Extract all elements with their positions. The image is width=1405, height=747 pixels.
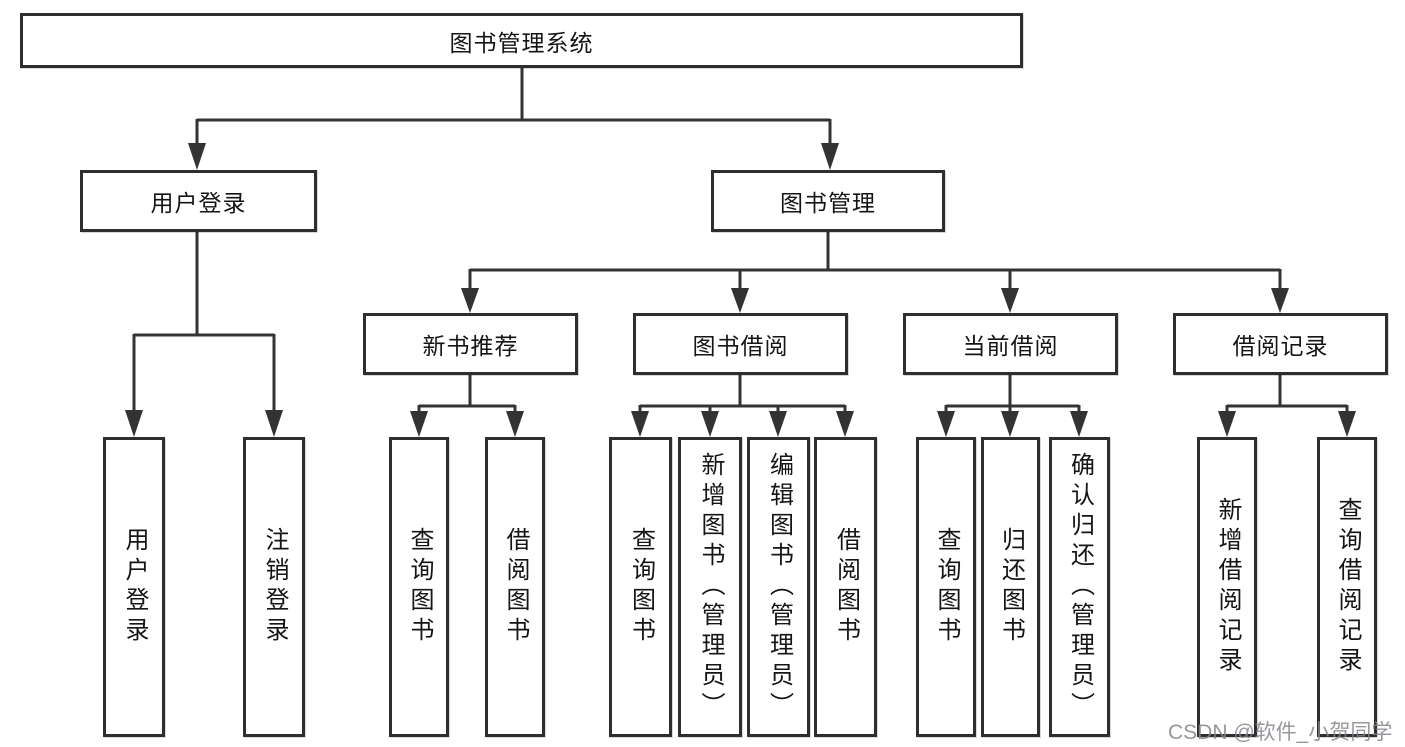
node-book-management: 图书管理 bbox=[711, 170, 945, 232]
leaf-return-books: 归还图书 bbox=[981, 437, 1040, 737]
leaf-query-books-newbooks: 查询图书 bbox=[389, 437, 449, 737]
node-label: 借阅记录 bbox=[1232, 333, 1329, 359]
leaf-confirm-return-admin: 确认归还（管理员） bbox=[1049, 437, 1110, 737]
node-user-login: 用户登录 bbox=[80, 170, 317, 232]
node-label: 用户登录 bbox=[150, 190, 247, 216]
node-label: 图书管理 bbox=[780, 190, 876, 216]
node-label: 确认归还（管理员） bbox=[1066, 452, 1094, 722]
leaf-user-login: 用户登录 bbox=[103, 437, 165, 737]
node-new-book-recommend: 新书推荐 bbox=[363, 313, 578, 375]
leaf-add-book-admin: 新增图书（管理员） bbox=[678, 437, 742, 737]
node-label: 编辑图书（管理员） bbox=[765, 452, 793, 722]
node-label: 图书借阅 bbox=[692, 333, 789, 359]
node-book-borrowing: 图书借阅 bbox=[633, 313, 848, 375]
leaf-logout: 注销登录 bbox=[243, 437, 305, 737]
node-label: 查询借阅记录 bbox=[1334, 497, 1361, 677]
node-label: 当前借阅 bbox=[962, 333, 1059, 359]
node-label: 注销登录 bbox=[261, 527, 288, 647]
node-label: 归还图书 bbox=[997, 527, 1025, 647]
node-label: 新增借阅记录 bbox=[1214, 497, 1241, 677]
leaf-query-borrow-record: 查询借阅记录 bbox=[1317, 437, 1377, 737]
node-label: 查询图书 bbox=[627, 527, 655, 647]
node-label: 新增图书（管理员） bbox=[697, 452, 724, 722]
leaf-query-books-borrowing: 查询图书 bbox=[609, 437, 672, 737]
node-label: 查询图书 bbox=[406, 527, 433, 647]
leaf-add-borrow-record: 新增借阅记录 bbox=[1197, 437, 1257, 737]
node-current-borrowing: 当前借阅 bbox=[903, 313, 1118, 375]
leaf-edit-book-admin: 编辑图书（管理员） bbox=[747, 437, 810, 737]
csdn-watermark: CSDN @软件_小贺同学 bbox=[1168, 721, 1393, 744]
node-label: 图书管理系统 bbox=[449, 29, 594, 56]
leaf-borrow-books-newbooks: 借阅图书 bbox=[485, 437, 545, 737]
node-label: 查询图书 bbox=[933, 527, 960, 647]
node-label: 用户登录 bbox=[121, 527, 148, 647]
node-label: 借阅图书 bbox=[832, 527, 860, 647]
node-borrowing-records: 借阅记录 bbox=[1173, 313, 1388, 375]
node-library-management-system: 图书管理系统 bbox=[20, 13, 1023, 68]
leaf-borrow-books-borrowing: 借阅图书 bbox=[814, 437, 877, 737]
node-label: 新书推荐 bbox=[422, 333, 519, 359]
leaf-query-books-current: 查询图书 bbox=[916, 437, 976, 737]
node-label: 借阅图书 bbox=[502, 527, 529, 647]
